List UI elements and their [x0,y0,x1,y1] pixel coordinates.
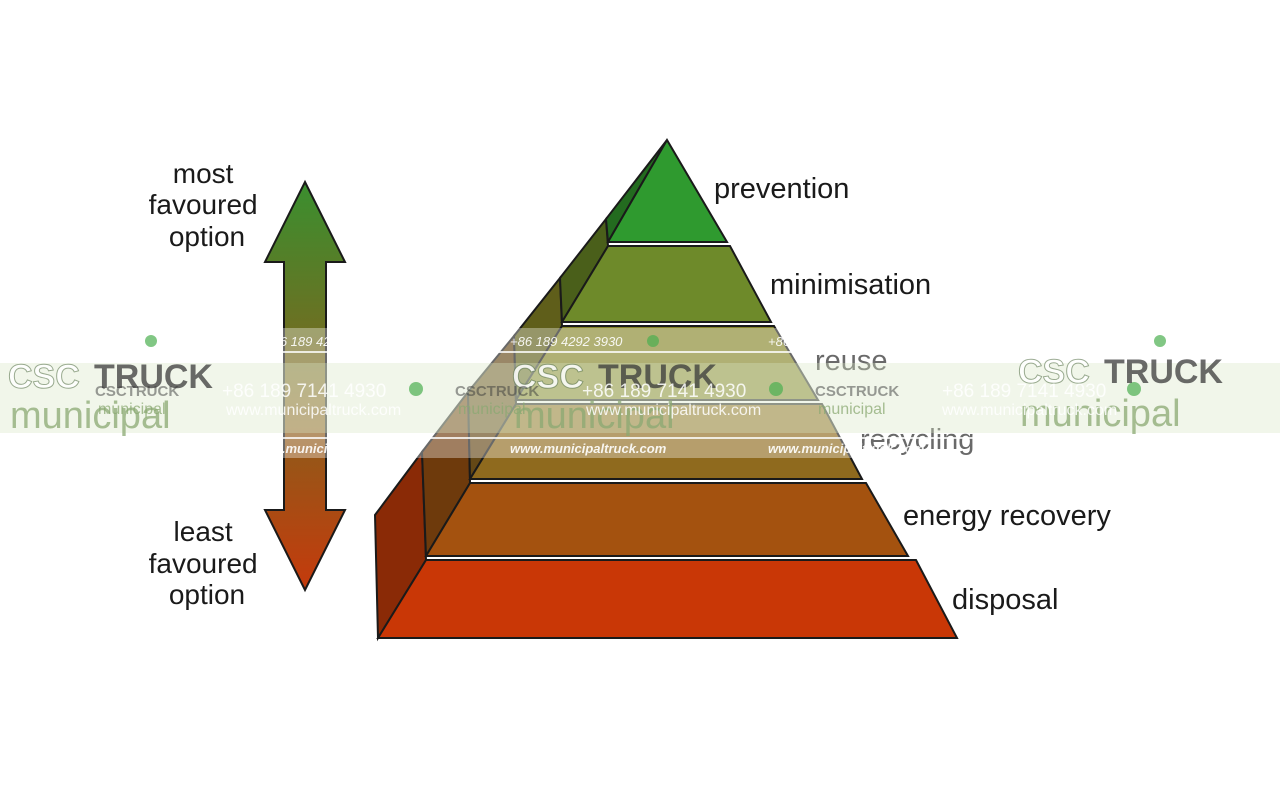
label-disposal: disposal [952,584,1058,616]
wm-municipal-small-2: municipal [458,401,526,418]
most-favoured-label: most favoured option [149,158,266,252]
whatsapp-icon [647,335,659,347]
wm-phone-b-1: +86 189 7141 4930 [222,381,386,402]
wm-municipal-small-1: municipal [98,401,166,418]
wm-logo-1: CSC TRUCK [8,358,214,397]
tier-front-reuse [514,325,820,401]
svg-text:TRUCK: TRUCK [598,358,717,396]
watermark: +86 189 4292 3930 +86 189 4292 3930 +86 … [0,328,1280,458]
label-energy-recovery: energy recovery [903,500,1111,532]
whatsapp-icon [1127,382,1141,396]
watermark-stripe [0,363,1280,433]
wm-phone-b-3: +86 189 7141 4930 [942,381,1106,402]
wm-logo-3: CSC TRUCK [1018,353,1224,392]
tier-front-recycling [468,403,864,480]
double-arrow-icon [263,179,347,593]
svg-text:TRUCK: TRUCK [94,358,213,396]
svg-text:TRUCK: TRUCK [1104,353,1223,391]
wm-url-mid-3: www.municipaltruck.com [941,402,1117,419]
wm-url-3: www.municipaltruck.com [510,441,667,456]
wm-logo-small-1: CSCTRUCK [95,383,179,400]
wm-phone-b-2: +86 189 7141 4930 [582,381,746,402]
wm-phone-1: +86 189 4292 3930 [6,334,119,349]
watermark-band [0,328,1280,458]
wm-url-1: www.municipaltruck.com [6,441,163,456]
label-recycling: recycling [860,424,974,456]
whatsapp-icon [769,382,783,396]
wm-url-4: www.municipaltruck.com [768,441,925,456]
tier-labels: prevention minimisation reuse recycling … [714,173,1111,616]
wm-url-mid-1: www.municipaltruck.com [225,402,401,419]
tier-front-energy-recovery [424,482,910,557]
wm-municipal-large-2: municipal [514,395,675,437]
label-reuse: reuse [815,345,888,377]
whatsapp-icon [409,382,423,396]
tier-front-prevention [606,138,729,243]
label-minimisation: minimisation [770,269,931,301]
wm-logo-small-2: CSCTRUCK [455,383,539,400]
wm-municipal-small-3: municipal [818,401,886,418]
wm-logo-2: CSC TRUCK [512,358,718,397]
wm-url-2: www.municipaltruck.com [252,441,409,456]
wm-url-mid-2: www.municipaltruck.com [585,402,761,419]
wm-phone-4: +86 189 4292 3930 [768,334,881,349]
svg-text:CSC: CSC [512,358,584,396]
wm-municipal-large-1: municipal [10,395,171,437]
least-favoured-label: least favoured option [149,516,266,610]
wm-phone-3: +86 189 4292 3930 [510,334,623,349]
pyramid [373,138,959,642]
wm-logo-small-3: CSCTRUCK [815,383,899,400]
svg-text:CSC: CSC [8,358,80,396]
svg-text:CSC: CSC [1018,353,1090,391]
tier-front-minimisation [560,245,773,323]
whatsapp-icon [145,335,157,347]
wm-phone-2: +86 189 4292 3930 [265,334,378,349]
wm-url-5: www.municipaltruck.com [1016,441,1173,456]
wm-municipal-large-3: municipal [1020,393,1181,435]
tier-front-disposal [376,559,959,639]
wm-phone-5: +86 189 4292 3930 [1016,334,1129,349]
label-prevention: prevention [714,173,849,205]
whatsapp-icon [1154,335,1166,347]
preference-arrow [263,179,347,593]
